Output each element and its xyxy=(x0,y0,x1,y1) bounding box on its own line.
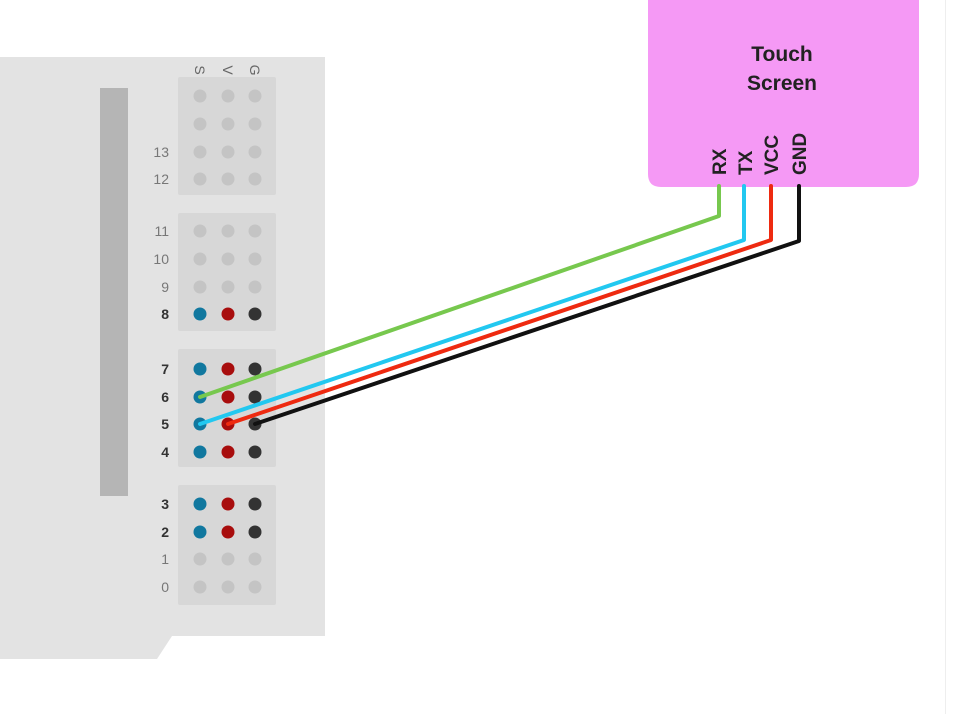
pin-dot-3-v xyxy=(221,497,235,511)
pin-dot-4-g xyxy=(248,445,262,459)
pin-block-top xyxy=(178,77,276,195)
pin-dot-row1-s xyxy=(193,117,207,131)
pin-dot-8-v xyxy=(221,307,235,321)
pin-number-5: 5 xyxy=(161,416,169,432)
pin-dot-row0-g xyxy=(248,89,262,103)
wire-gnd xyxy=(253,184,801,426)
pin-dot-1-s xyxy=(193,552,207,566)
pin-number-11: 11 xyxy=(154,223,169,239)
pin-dot-2-v xyxy=(221,525,235,539)
pin-dot-3-g xyxy=(248,497,262,511)
pin-dot-7-v xyxy=(221,362,235,376)
pin-dot-9-s xyxy=(193,280,207,294)
pin-block-bottom xyxy=(178,485,276,605)
pin-number-10: 10 xyxy=(153,251,169,267)
pin-dot-9-g xyxy=(248,280,262,294)
pin-dot-row1-g xyxy=(248,117,262,131)
pin-dot-10-g xyxy=(248,252,262,266)
pin-dot-1-g xyxy=(248,552,262,566)
pin-number-13: 13 xyxy=(153,144,169,160)
screen-title-line1: Touch xyxy=(751,43,812,66)
pin-number-9: 9 xyxy=(161,279,169,295)
pin-number-0: 0 xyxy=(161,579,169,595)
header-s: S xyxy=(192,65,208,74)
pin-number-6: 6 xyxy=(161,389,169,405)
pin-dot-row1-v xyxy=(221,117,235,131)
pin-dot-11-s xyxy=(193,224,207,238)
pin-number-8: 8 xyxy=(161,306,169,322)
pin-dot-4-s xyxy=(193,445,207,459)
pin-number-1: 1 xyxy=(161,551,169,567)
header-g: G xyxy=(247,65,263,76)
pin-dot-3-s xyxy=(193,497,207,511)
pin-dot-0-v xyxy=(221,580,235,594)
pin-dot-row0-s xyxy=(193,89,207,103)
touch-screen-module xyxy=(648,0,919,187)
pin-label-gnd: GND xyxy=(790,133,811,175)
pin-dot-2-s xyxy=(193,525,207,539)
wires xyxy=(198,184,801,426)
pin-dot-8-s xyxy=(193,307,207,321)
pin-number-2: 2 xyxy=(161,524,169,540)
pin-dot-12-g xyxy=(248,172,262,186)
pin-label-vcc: VCC xyxy=(762,135,783,175)
wire-rx xyxy=(198,184,721,399)
screen-title-line2: Screen xyxy=(747,72,817,95)
pin-dot-12-s xyxy=(193,172,207,186)
pin-dot-row0-v xyxy=(221,89,235,103)
wire-vcc xyxy=(226,184,773,426)
pin-dot-11-g xyxy=(248,224,262,238)
pin-dot-10-v xyxy=(221,252,235,266)
pin-dot-6-v xyxy=(221,390,235,404)
pin-dot-7-s xyxy=(193,362,207,376)
pin-dot-11-v xyxy=(221,224,235,238)
pin-dot-4-v xyxy=(221,445,235,459)
pin-dot-8-g xyxy=(248,307,262,321)
pin-dot-0-s xyxy=(193,580,207,594)
pin-number-7: 7 xyxy=(161,361,169,377)
pin-dot-2-g xyxy=(248,525,262,539)
pin-dot-1-v xyxy=(221,552,235,566)
pin-dot-10-s xyxy=(193,252,207,266)
board-strip xyxy=(100,88,128,496)
pin-dot-6-g xyxy=(248,390,262,404)
pin-dot-9-v xyxy=(221,280,235,294)
pin-label-tx: TX xyxy=(736,150,757,175)
pin-dot-12-v xyxy=(221,172,235,186)
pin-number-12: 12 xyxy=(153,171,169,187)
wire-tx xyxy=(198,184,746,426)
pin-block-upper xyxy=(178,213,276,331)
pin-dot-13-g xyxy=(248,145,262,159)
header-v: V xyxy=(220,65,236,75)
pin-dot-13-s xyxy=(193,145,207,159)
pin-number-4: 4 xyxy=(161,444,169,460)
pin-dot-13-v xyxy=(221,145,235,159)
pin-label-rx: RX xyxy=(710,148,731,175)
pin-number-3: 3 xyxy=(161,496,169,512)
pin-dot-0-g xyxy=(248,580,262,594)
pin-dot-7-g xyxy=(248,362,262,376)
